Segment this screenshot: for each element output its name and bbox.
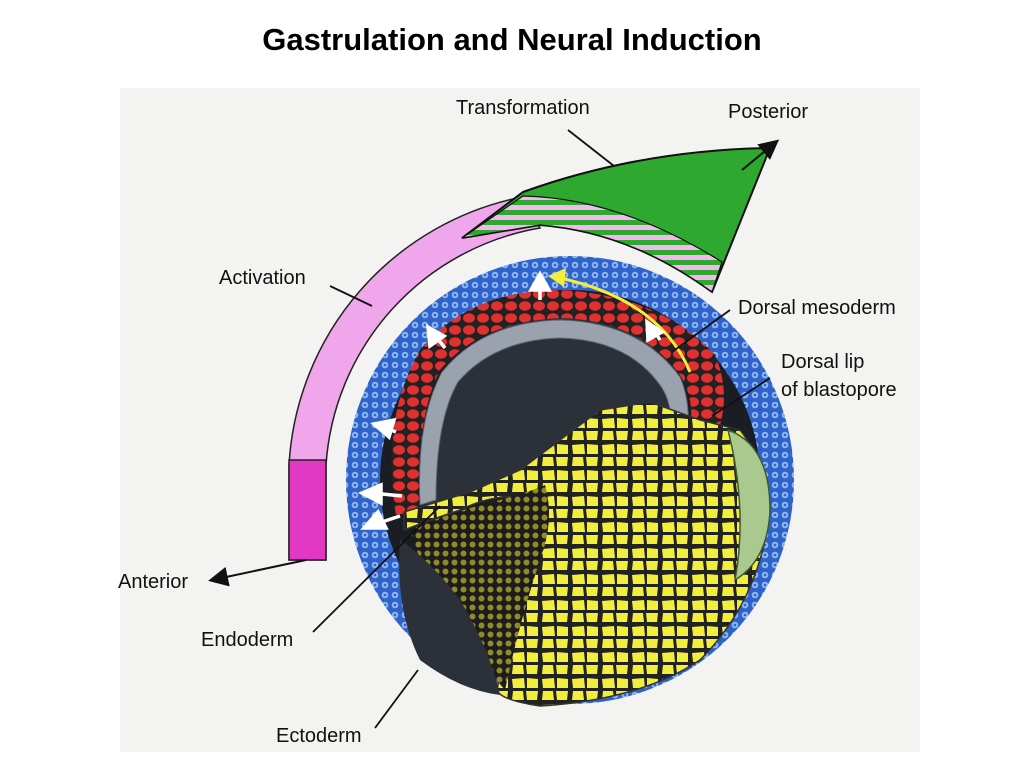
- label-anterior: Anterior: [118, 571, 188, 593]
- leader-transformation: [567, 129, 615, 167]
- label-posterior: Posterior: [728, 101, 808, 123]
- anterior-arrow: [208, 559, 307, 587]
- leader-dorsal-mesoderm: [671, 309, 731, 353]
- leader-endoderm: [312, 505, 441, 633]
- label-activation: Activation: [219, 267, 306, 289]
- transformation-overlap: [461, 195, 723, 293]
- induction-arrows: [357, 270, 666, 530]
- lower-cavity: [399, 540, 500, 695]
- label-ectoderm: Ectoderm: [276, 725, 362, 747]
- activation-band-dark: [288, 459, 327, 561]
- slide-title: Gastrulation and Neural Induction: [262, 22, 762, 57]
- label-dorsal-lip-line2: of blastopore: [781, 379, 897, 401]
- migration-arrow-yellow-head: [548, 268, 566, 287]
- label-endoderm: Endoderm: [201, 629, 293, 651]
- label-transformation: Transformation: [456, 97, 590, 119]
- leader-dorsal-lip: [711, 377, 771, 417]
- leader-ectoderm: [374, 669, 419, 729]
- leader-activation: [329, 285, 373, 307]
- label-dorsal-mesoderm: Dorsal mesoderm: [738, 297, 896, 319]
- label-dorsal-lip-line1: Dorsal lip: [781, 351, 864, 373]
- archenteron-region: [410, 485, 549, 690]
- blastocoel-cavity: [420, 313, 670, 505]
- dorsal-lip-patch: [726, 428, 771, 582]
- posterior-arrow: [741, 139, 780, 171]
- migration-arrow-yellow: [559, 276, 692, 373]
